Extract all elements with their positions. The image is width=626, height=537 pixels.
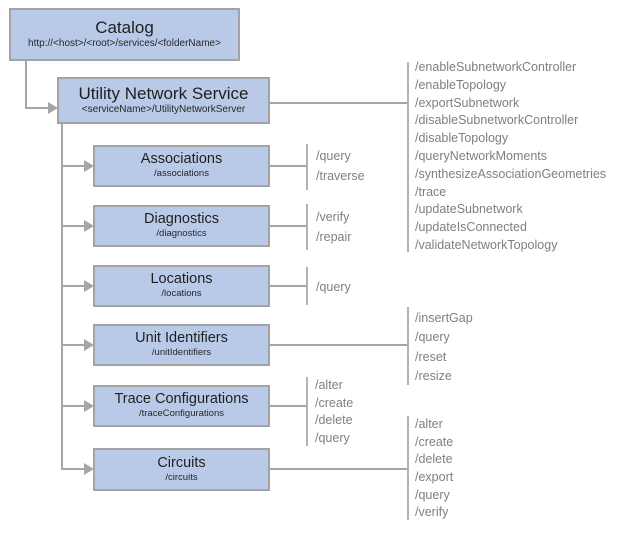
trace-configurations-ops-connector — [269, 405, 307, 407]
utility-network-service-title: Utility Network Service — [78, 84, 249, 104]
utility-network-service-node: Utility Network Service <serviceName>/Ut… — [57, 77, 270, 124]
unit-identifiers-title: Unit Identifiers — [135, 330, 228, 347]
circuits-ops-list: /alter /create /delete /export /query /v… — [415, 416, 453, 522]
op-item: /insertGap — [415, 311, 473, 325]
op-item: /enableTopology — [415, 77, 507, 92]
op-item: /alter — [315, 378, 343, 392]
op-item: /updateIsConnected — [415, 220, 527, 235]
catalog-branch-hline — [25, 107, 49, 109]
unit-identifiers-ops-bracket — [407, 307, 409, 385]
circuits-node: Circuits /circuits — [93, 448, 270, 491]
op-item: /queryNetworkMoments — [415, 148, 547, 163]
op-item: /enableSubnetworkController — [415, 60, 577, 74]
diagnostics-branch-arrow-icon — [84, 220, 94, 232]
op-item: /repair — [316, 230, 352, 244]
service-trunk-vline — [61, 124, 63, 470]
locations-ops-list: /query — [316, 277, 351, 297]
service-ops-connector — [269, 102, 408, 104]
circuits-url: /circuits — [165, 471, 198, 483]
op-item: /query — [415, 330, 450, 345]
unit-identifiers-branch-hline — [61, 344, 85, 346]
circuits-branch-hline — [61, 468, 85, 470]
associations-title: Associations — [140, 151, 223, 168]
associations-node: Associations /associations — [93, 145, 270, 187]
op-item: /traverse — [316, 169, 365, 183]
op-item: /exportSubnetwork — [415, 95, 520, 110]
associations-ops-bracket — [306, 144, 308, 190]
trace-configurations-ops-list: /alter /create /delete /query — [315, 377, 353, 448]
trace-configurations-branch-arrow-icon — [84, 400, 94, 412]
associations-ops-list: /query /traverse — [316, 146, 365, 186]
op-item: /export — [415, 470, 454, 485]
trace-configurations-branch-hline — [61, 405, 85, 407]
utility-network-service-url: <serviceName>/UtilityNetworkServer — [81, 103, 246, 115]
catalog-title: Catalog — [95, 18, 154, 38]
op-item: /delete — [415, 452, 453, 467]
diagnostics-ops-list: /verify /repair — [316, 207, 351, 247]
op-item: /disableTopology — [415, 131, 509, 146]
locations-url: /locations — [161, 288, 202, 300]
service-ops-bracket — [407, 62, 409, 252]
diagnostics-ops-bracket — [306, 204, 308, 250]
locations-node: Locations /locations — [93, 265, 270, 307]
op-item: /trace — [415, 184, 447, 199]
op-item: /query — [415, 487, 450, 502]
locations-ops-bracket — [306, 267, 308, 305]
catalog-node: Catalog http://<host>/<root>/services/<f… — [9, 8, 240, 61]
trace-configurations-title: Trace Configurations — [114, 391, 249, 408]
associations-branch-arrow-icon — [84, 160, 94, 172]
catalog-branch-arrow-icon — [48, 102, 58, 114]
diagnostics-ops-connector — [269, 225, 307, 227]
locations-branch-arrow-icon — [84, 280, 94, 292]
op-item: /query — [315, 431, 350, 446]
catalog-url: http://<host>/<root>/services/<folderNam… — [28, 37, 221, 49]
op-item: /updateSubnetwork — [415, 202, 523, 217]
circuits-ops-bracket — [407, 416, 409, 520]
circuits-ops-connector — [269, 468, 408, 470]
op-item: /create — [415, 434, 454, 449]
unit-identifiers-url: /unitIdentifiers — [151, 347, 212, 359]
locations-title: Locations — [150, 271, 213, 288]
op-item: /synthesizeAssociationGeometries — [415, 166, 607, 181]
locations-ops-connector — [269, 285, 307, 287]
diagnostics-node: Diagnostics /diagnostics — [93, 205, 270, 247]
op-item: /reset — [415, 349, 447, 364]
unit-identifiers-ops-list: /insertGap /query /reset /resize — [415, 309, 473, 386]
op-item: /verify — [415, 505, 449, 520]
unit-identifiers-branch-arrow-icon — [84, 339, 94, 351]
op-item: /query — [316, 280, 351, 294]
unit-identifiers-ops-connector — [269, 344, 408, 346]
op-item: /resize — [415, 368, 452, 383]
service-ops-list: /enableSubnetworkController /enableTopol… — [415, 59, 606, 255]
diagnostics-title: Diagnostics — [144, 211, 219, 228]
associations-url: /associations — [154, 168, 209, 180]
op-item: /disableSubnetworkController — [415, 113, 579, 128]
catalog-branch-vline — [25, 60, 27, 109]
trace-configurations-node: Trace Configurations /traceConfiguration… — [93, 385, 270, 427]
op-item: /query — [316, 149, 351, 163]
diagnostics-branch-hline — [61, 225, 85, 227]
diagnostics-url: /diagnostics — [156, 228, 207, 240]
circuits-title: Circuits — [157, 454, 206, 471]
op-item: /create — [315, 395, 354, 410]
associations-ops-connector — [269, 165, 307, 167]
op-item: /verify — [316, 210, 350, 224]
locations-branch-hline — [61, 285, 85, 287]
op-item: /alter — [415, 417, 443, 431]
op-item: /validateNetworkTopology — [415, 237, 558, 252]
trace-configurations-ops-bracket — [306, 377, 308, 446]
op-item: /delete — [315, 413, 353, 428]
circuits-branch-arrow-icon — [84, 463, 94, 475]
trace-configurations-url: /traceConfigurations — [138, 408, 225, 420]
associations-branch-hline — [61, 165, 85, 167]
unit-identifiers-node: Unit Identifiers /unitIdentifiers — [93, 324, 270, 366]
